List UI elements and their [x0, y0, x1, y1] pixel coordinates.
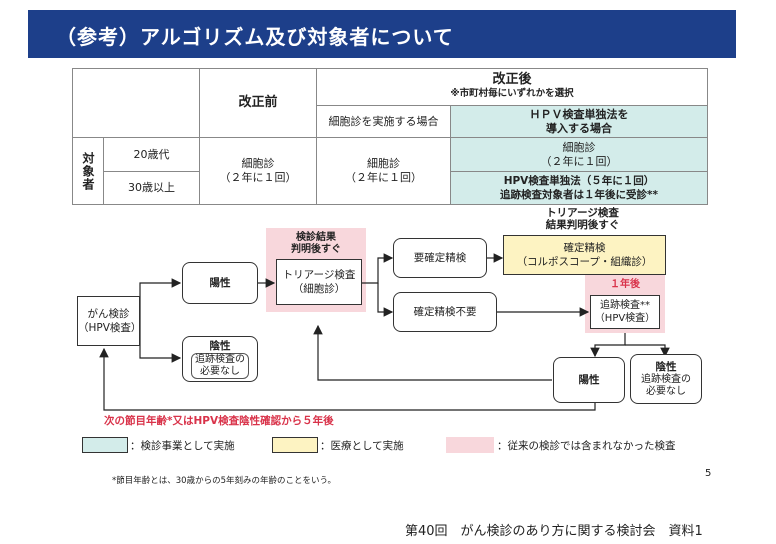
legend-teal-label: ：検診事業として実施 — [130, 440, 235, 452]
positive-box: 陽性 — [182, 262, 258, 304]
triage-note: 検診結果 判明後すぐ — [291, 232, 341, 255]
next-cycle-note: 次の節目年齢*又はHPV検査陰性確認から５年後 — [104, 415, 334, 427]
confirm-box: 確定精検 （コルポスコープ・組織診） — [503, 235, 666, 275]
cyt-value-line2: （２年に１回） — [345, 171, 422, 184]
negative-box: 陰性 追跡検査の 必要なし — [182, 336, 258, 382]
col-hpv-line1: ＨＰＶ検査単独法を — [529, 107, 629, 121]
legend-yellow-swatch — [272, 437, 318, 453]
hpv-row1-line2: （２年に１回） — [540, 154, 618, 168]
row-label: 対象者 — [81, 151, 95, 191]
triage-box: トリアージ検査 （細胞診） — [276, 259, 362, 305]
negative-title: 陰性 — [209, 340, 231, 352]
no-exam-box: 確定精検不要 — [393, 292, 497, 332]
followup-box: 追跡検査** （HPV検査） — [590, 295, 660, 329]
col-hpv-cell: ＨＰＶ検査単独法を 導入する場合 — [450, 105, 708, 138]
before-value-line1: 細胞診 — [241, 157, 275, 170]
cytology-value: 細胞診 （２年に１回） — [316, 137, 451, 205]
page-title: （参考）アルゴリズム及び対象者について — [56, 25, 454, 49]
hpv-row1: 細胞診 （２年に１回） — [450, 137, 708, 172]
after-note: ※市町村毎にいずれかを選択 — [450, 88, 574, 99]
positive2-box: 陽性 — [553, 357, 625, 403]
hpv-row2-line1: HPV検査単独法（５年に１回） — [503, 175, 655, 187]
header-bar: （参考）アルゴリズム及び対象者について — [28, 10, 736, 58]
after-header: 改正後 — [492, 72, 532, 87]
screening-box: がん検診 （HPV検査） — [77, 296, 141, 346]
legend-pink-label: ：従来の検診では含まれなかった検査 — [497, 440, 676, 452]
negative-sub: 追跡検査の 必要なし — [191, 353, 249, 379]
page-number: 5 — [705, 468, 712, 479]
hpv-row2: HPV検査単独法（５年に１回） 追跡検査対象者は１年後に受診** — [450, 171, 708, 205]
need-exam-box: 要確定精検 — [393, 238, 487, 278]
negative2-sub: 追跡検査の 必要なし — [641, 374, 691, 397]
col-hpv-line2: 導入する場合 — [546, 121, 612, 135]
negative2-box: 陰性 追跡検査の 必要なし — [630, 354, 702, 404]
legend-pink-swatch — [446, 437, 494, 453]
before-value-line2: （２年に１回） — [219, 171, 297, 184]
hpv-row2-line2: 追跡検査対象者は１年後に受診** — [500, 189, 658, 201]
footer-caption: 第40回 がん検診のあり方に関する検討会 資料1 — [405, 524, 703, 539]
cyt-value-line1: 細胞診 — [367, 157, 400, 170]
negative2-title: 陰性 — [655, 361, 677, 373]
hpv-row1-line1: 細胞診 — [562, 140, 596, 154]
before-value: 細胞診 （２年に１回） — [199, 137, 317, 205]
triage-result-note: トリアージ検査 結果判明後すぐ — [545, 207, 620, 231]
one-year-label: １年後 — [610, 279, 640, 290]
footnote: *節目年齢とは、30歳からの5年刻みの年齢のことをいう。 — [112, 476, 336, 486]
legend-teal-swatch — [82, 437, 128, 453]
legend-yellow-label: ：医療として実施 — [320, 440, 404, 452]
